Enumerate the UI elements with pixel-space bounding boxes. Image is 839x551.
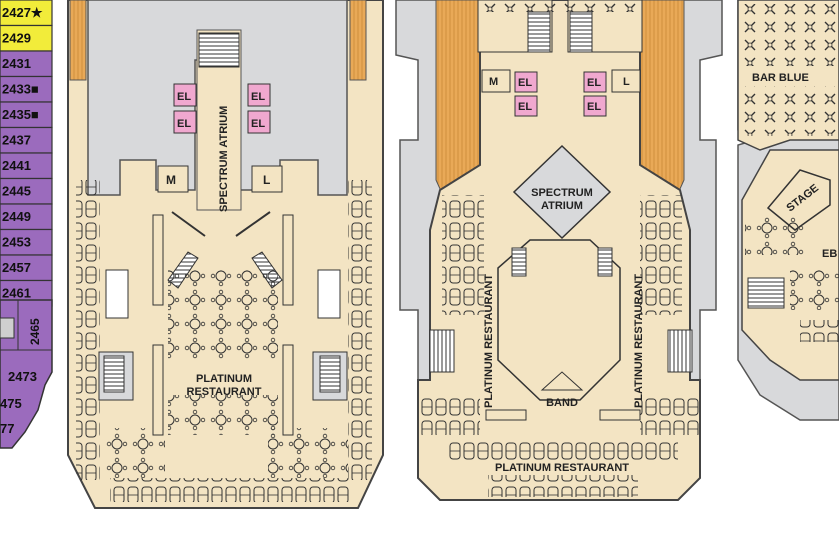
platinum-restaurant-label: PLATINUM: [196, 373, 252, 385]
elevator-label: EL: [251, 91, 265, 103]
partial-venue-label: EB: [822, 248, 837, 260]
platinum-restaurant-bottom-label: PLATINUM RESTAURANT: [495, 462, 629, 474]
cabin-cell: [0, 24, 53, 52]
spectrum-atrium-label: ATRIUM: [541, 200, 583, 212]
elevator-label: EL: [251, 118, 265, 130]
cabin-2465: 2465: [28, 318, 42, 345]
cabin-number: 2431: [2, 56, 31, 71]
cabin-cell: [0, 101, 53, 129]
deck-middle: EL EL EL EL M L SPECTRUM ATRIUM BAND PLA…: [395, 0, 723, 501]
cabin-row: 2449: [0, 203, 53, 231]
spectrum-atrium: [512, 144, 612, 240]
elevator-label: EL: [518, 77, 532, 89]
deck-right: BAR BLUE STAGE EB: [737, 0, 839, 421]
cabin-column: 2427★ 2429 2431 2433■ 2435■ 2437 2441 2445 2449 2…: [0, 0, 53, 449]
elevator-group-left: EL EL EL EL: [173, 83, 271, 134]
cabin-row: 2429: [0, 24, 53, 52]
cabin-icon: [0, 317, 15, 339]
cabin-row: 2453: [0, 228, 53, 256]
elevator-label: EL: [177, 91, 191, 103]
cabin-2477: 77: [0, 421, 14, 436]
cabin-2475: 475: [0, 396, 22, 411]
cabin-cell: [0, 126, 53, 154]
cabin-2473: 2473: [8, 369, 37, 384]
cabin-number: 2441: [2, 158, 31, 173]
cabin-cell: [0, 50, 53, 78]
cabin-number: 2427★: [2, 5, 43, 20]
elevator-label: EL: [587, 101, 601, 113]
cabin-row: 2427★: [0, 0, 53, 27]
cabin-number: 2453: [2, 235, 31, 250]
cabin-cell: [0, 0, 53, 27]
cabin-cell: [0, 254, 53, 282]
ladies-restroom-label: L: [263, 173, 270, 187]
deck-left: EL EL EL EL M L SPECTRUM ATRIUM: [67, 0, 384, 509]
elevator-label: EL: [518, 101, 532, 113]
cabin-row: 2457: [0, 254, 53, 282]
cabin-cell: [0, 75, 53, 103]
platinum-restaurant-side-label: PLATINUM RESTAURANT: [483, 274, 495, 408]
elevator-label: EL: [587, 77, 601, 89]
cabin-row: 2435■: [0, 101, 53, 129]
cabin-number: 2457: [2, 260, 31, 275]
spectrum-atrium-label: SPECTRUM: [531, 187, 593, 199]
ladies-restroom-label: L: [623, 76, 630, 88]
cabin-row: 2431: [0, 50, 53, 78]
cabin-number: 2433■: [2, 82, 39, 97]
cabin-row: 2441: [0, 152, 53, 180]
platinum-restaurant-label: RESTAURANT: [187, 386, 262, 398]
spectrum-atrium-label: SPECTRUM ATRIUM: [218, 106, 230, 212]
cabin-number: 2429: [2, 31, 31, 46]
cabin-row: 2445: [0, 177, 53, 205]
cabin-number: 2437: [2, 133, 31, 148]
cabin-cell: [0, 228, 53, 256]
mens-restroom-label: M: [166, 173, 176, 187]
cabin-number: 2449: [2, 209, 31, 224]
platinum-restaurant-side-label: PLATINUM RESTAURANT: [633, 274, 645, 408]
cabin-cell: [0, 152, 53, 180]
cabin-number: 2435■: [2, 107, 39, 122]
mens-restroom-label: M: [489, 76, 498, 88]
cabin-number: 2445: [2, 184, 31, 199]
cabin-cell: [0, 203, 53, 231]
elevator-group-middle: EL EL EL EL: [514, 71, 607, 117]
cabin-cell: [0, 177, 53, 205]
cabin-row: 2437: [0, 126, 53, 154]
bar-blue-label: BAR BLUE: [752, 72, 809, 84]
band-label: BAND: [546, 397, 578, 409]
elevator-label: EL: [177, 118, 191, 130]
cabin-row: 2433■: [0, 75, 53, 103]
cabin-number: 2461: [2, 286, 31, 301]
